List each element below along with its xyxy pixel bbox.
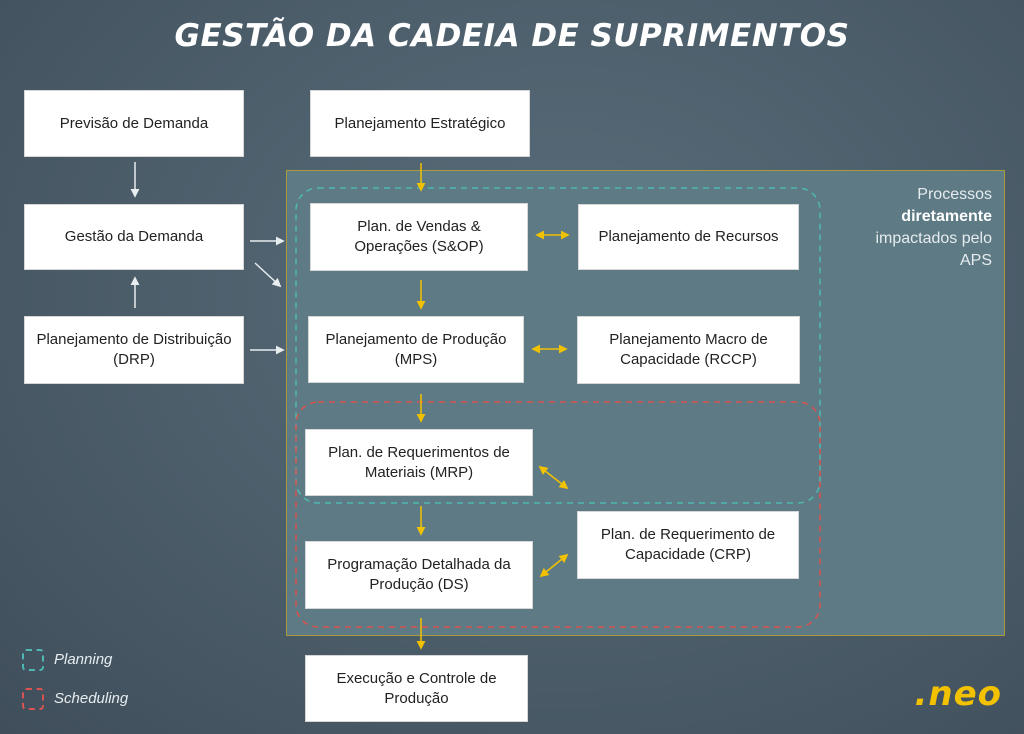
arrow-ds-crp xyxy=(539,553,569,578)
neo-logo: .neo xyxy=(914,674,1002,714)
aps-label-line4: APS xyxy=(959,252,992,269)
aps-label: Processos diretamente impactados pelo AP… xyxy=(822,184,992,272)
arrow-gestao-aps-diag xyxy=(254,262,282,288)
legend-scheduling: Scheduling xyxy=(22,688,128,710)
box-sop: Plan. de Vendas & Operações (S&OP) xyxy=(310,203,528,271)
box-rccp: Planejamento Macro de Capacidade (RCCP) xyxy=(577,316,800,384)
box-drp: Planejamento de Distribuição (DRP) xyxy=(24,316,244,384)
planning-group xyxy=(295,187,821,504)
box-mrp: Plan. de Requerimentos de Materiais (MRP… xyxy=(305,429,533,496)
box-ds: Programação Detalhada da Produção (DS) xyxy=(305,541,533,609)
box-crp: Plan. de Requerimento de Capacidade (CRP… xyxy=(577,511,799,579)
aps-label-line1: Processos xyxy=(917,186,992,203)
page-title: GESTÃO DA CADEIA DE SUPRIMENTOS xyxy=(174,18,850,54)
scheduling-group xyxy=(295,401,821,628)
scheduling-swatch xyxy=(22,688,44,710)
aps-label-line2: diretamente xyxy=(901,208,992,225)
box-planejamento-estrategico: Planejamento Estratégico xyxy=(310,90,530,157)
legend-planning-label: Planning xyxy=(54,650,113,668)
box-mps: Planejamento de Produção (MPS) xyxy=(308,316,524,383)
box-gestao-demanda: Gestão da Demanda xyxy=(24,204,244,270)
legend-scheduling-label: Scheduling xyxy=(54,689,129,707)
legend-planning: Planning xyxy=(22,649,112,671)
box-planejamento-recursos: Planejamento de Recursos xyxy=(578,204,799,270)
aps-label-line3: impactados pelo xyxy=(875,230,992,247)
planning-swatch xyxy=(22,649,44,671)
box-previsao-demanda: Previsão de Demanda xyxy=(24,90,244,157)
box-execucao: Execução e Controle de Produção xyxy=(305,655,528,722)
arrow-mrp-crp xyxy=(538,465,569,490)
